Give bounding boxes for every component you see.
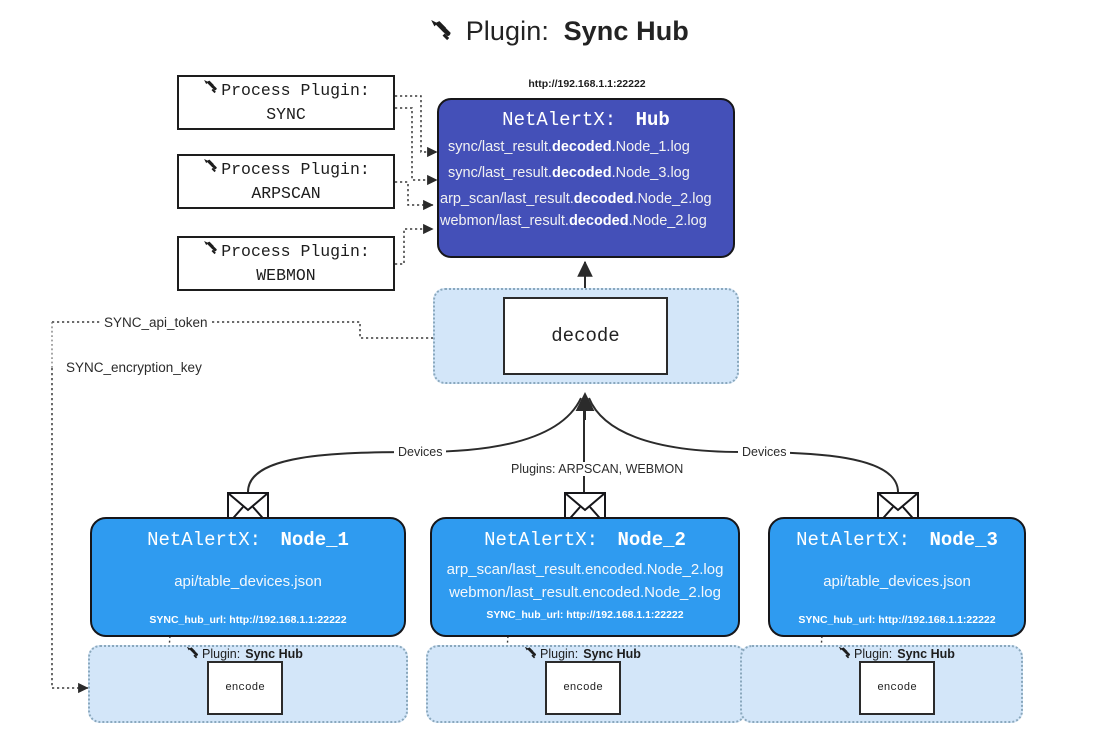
hub-log-2-post: .Node_3.log [611,165,690,181]
hub-log-4-post: .Node_2.log [628,213,707,229]
hub-log-2-pre: sync/last_result. [448,165,552,181]
encoder-3-plugin-name: Sync Hub [897,647,955,661]
plug-icon [202,78,219,103]
encoder-2-plugin-label: Plugin: Sync Hub [523,645,641,663]
hub-log-line-3: arp_scan/last_result.decoded.Node_2.log [440,191,733,207]
hub-title: NetAlertX: Hub [439,109,733,131]
node-2[interactable]: NetAlertX: Node_2 arp_scan/last_result.e… [430,517,740,637]
hub-log-1-pre: sync/last_result. [448,139,552,155]
hub-node[interactable]: NetAlertX: Hub sync/last_result.decoded.… [437,98,735,258]
process-plugin-webmon-line2: WEBMON [256,266,316,285]
encoder-3-plugin-prefix: Plugin: [854,647,893,661]
sync-api-token-label: SYNC_api_token [100,315,212,330]
node-2-title-name: Node_2 [617,529,686,551]
edge-webmon-plugin-to-hub [395,223,434,265]
process-plugin-webmon[interactable]: Process Plugin: WEBMON [177,236,395,291]
node-3-title-prefix: NetAlertX: [796,529,911,551]
node-3-line-1: api/table_devices.json [823,573,971,590]
node-3[interactable]: NetAlertX: Node_3 api/table_devices.json… [768,517,1026,637]
encode-box-1[interactable]: encode [207,661,283,715]
process-plugin-sync[interactable]: Process Plugin: SYNC [177,75,395,130]
hub-log-line-2: sync/last_result.decoded.Node_3.log [448,165,733,181]
encoder-1-plugin-name: Sync Hub [245,647,303,661]
encoder-2-plugin-name: Sync Hub [583,647,641,661]
page-title-name: Sync Hub [563,16,689,46]
encoder-1-plugin-prefix: Plugin: [202,647,241,661]
edge-api-token-to-decode [52,321,499,344]
process-plugin-arpscan[interactable]: Process Plugin: ARPSCAN [177,154,395,209]
hub-log-3-pre: arp_scan/last_result. [440,191,574,207]
hub-log-line-1: sync/last_result.decoded.Node_1.log [448,139,733,155]
node-1[interactable]: NetAlertX: Node_1 api/table_devices.json… [90,517,406,637]
process-plugin-sync-line1: Process Plugin: [221,80,370,100]
hub-log-4-mid: decoded [568,213,629,229]
plug-icon [837,645,852,663]
plug-icon [202,157,219,182]
node-2-line-2: webmon/last_result.encoded.Node_2.log [449,584,721,601]
page-title: Plugin: Sync Hub [0,16,1117,50]
encode-box-3[interactable]: encode [859,661,935,715]
plug-icon [185,645,200,663]
edge-label-devices-right: Devices [738,445,791,459]
node-3-title-name: Node_3 [929,529,998,551]
hub-log-3-mid: decoded [573,191,634,207]
sync-encryption-key-label: SYNC_encryption_key [62,360,206,375]
plug-icon [428,17,454,50]
node-1-title-prefix: NetAlertX: [147,529,262,551]
plug-icon [202,239,219,264]
edge-encryption-key-to-encoders [51,368,89,694]
plug-icon [523,645,538,663]
node-1-title: NetAlertX: Node_1 [92,529,404,551]
decode-box[interactable]: decode [503,297,668,375]
encoder-3-plugin-label: Plugin: Sync Hub [837,645,955,663]
node-2-title: NetAlertX: Node_2 [432,529,738,551]
node-1-line-1: api/table_devices.json [174,573,322,590]
process-plugin-arpscan-line1: Process Plugin: [221,159,370,179]
node-1-footer: SYNC_hub_url: http://192.168.1.1:22222 [149,614,347,626]
encoder-2-plugin-prefix: Plugin: [540,647,579,661]
node-2-footer: SYNC_hub_url: http://192.168.1.1:22222 [486,609,684,621]
hub-log-1-post: .Node_1.log [611,139,690,155]
hub-title-name: Hub [635,109,670,131]
node-2-line-1: arp_scan/last_result.encoded.Node_2.log [446,561,724,578]
edge-sync-plugin-to-hub-line1 [395,95,438,158]
hub-log-2-mid: decoded [551,165,612,181]
process-plugin-arpscan-line2: ARPSCAN [251,184,321,203]
hub-title-prefix: NetAlertX: [502,109,617,131]
edge-sync-plugin-to-hub-line2 [395,107,438,186]
node-1-title-name: Node_1 [280,529,349,551]
encode-box-2[interactable]: encode [545,661,621,715]
edge-arpscan-plugin-to-hub [395,181,434,211]
hub-log-line-4: webmon/last_result.decoded.Node_2.log [440,213,733,229]
hub-url-label: http://192.168.1.1:22222 [528,78,646,90]
node-3-footer: SYNC_hub_url: http://192.168.1.1:22222 [798,614,996,626]
node-2-title-prefix: NetAlertX: [484,529,599,551]
edge-label-devices-left: Devices [394,445,447,459]
hub-log-1-mid: decoded [551,139,612,155]
hub-log-3-post: .Node_2.log [633,191,712,207]
process-plugin-webmon-line1: Process Plugin: [221,241,370,261]
page-title-prefix: Plugin: [465,16,549,46]
encoder-1-plugin-label: Plugin: Sync Hub [185,645,303,663]
hub-log-4-pre: webmon/last_result. [440,213,569,229]
edge-label-plugins-center: Plugins: ARPSCAN, WEBMON [507,462,688,476]
process-plugin-sync-line2: SYNC [266,105,306,124]
node-3-title: NetAlertX: Node_3 [770,529,1024,551]
